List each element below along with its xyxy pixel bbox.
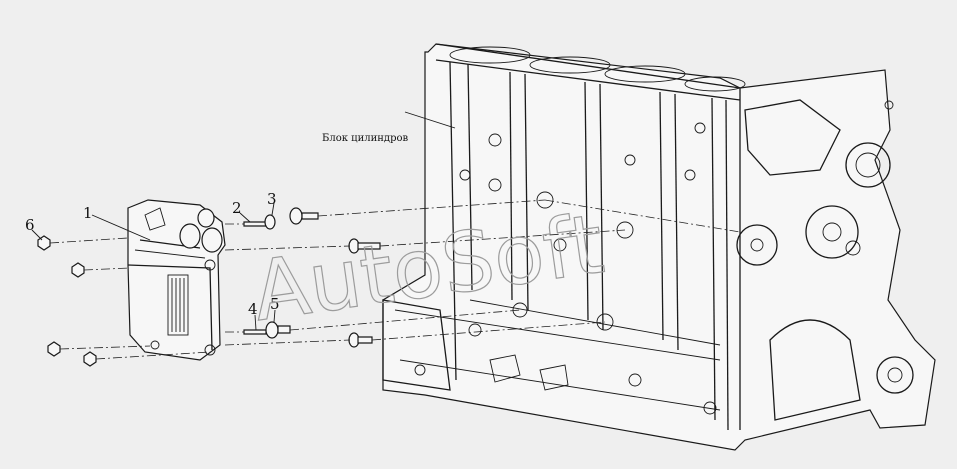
long-stud-upper <box>348 238 381 254</box>
block-caption: Блок цилиндров <box>322 133 409 144</box>
callout-6: 6 <box>25 216 35 234</box>
stud-2-upper <box>243 221 267 227</box>
cylinder-block <box>382 43 936 451</box>
washer-3-upper <box>264 207 319 230</box>
nut-6b <box>71 262 85 278</box>
long-stud-lower <box>348 332 373 348</box>
nut-6c <box>47 341 61 357</box>
assembly-lines <box>49 199 741 360</box>
block-rear-face <box>736 99 914 421</box>
callout-3: 3 <box>267 190 277 208</box>
diagram-labels: Блок цилиндров 1 2 3 4 5 6 <box>25 133 409 318</box>
nut-6d <box>83 351 97 367</box>
fuel-pump-unit <box>127 199 226 361</box>
leader-lines <box>31 111 456 331</box>
washer-5-lower <box>265 321 291 339</box>
callout-2: 2 <box>232 199 242 217</box>
stud-4-lower <box>243 329 267 335</box>
bore-openings <box>449 46 746 92</box>
callout-5: 5 <box>270 295 280 313</box>
block-bosses <box>414 122 717 415</box>
callout-1: 1 <box>83 204 93 222</box>
callout-4: 4 <box>248 300 258 318</box>
